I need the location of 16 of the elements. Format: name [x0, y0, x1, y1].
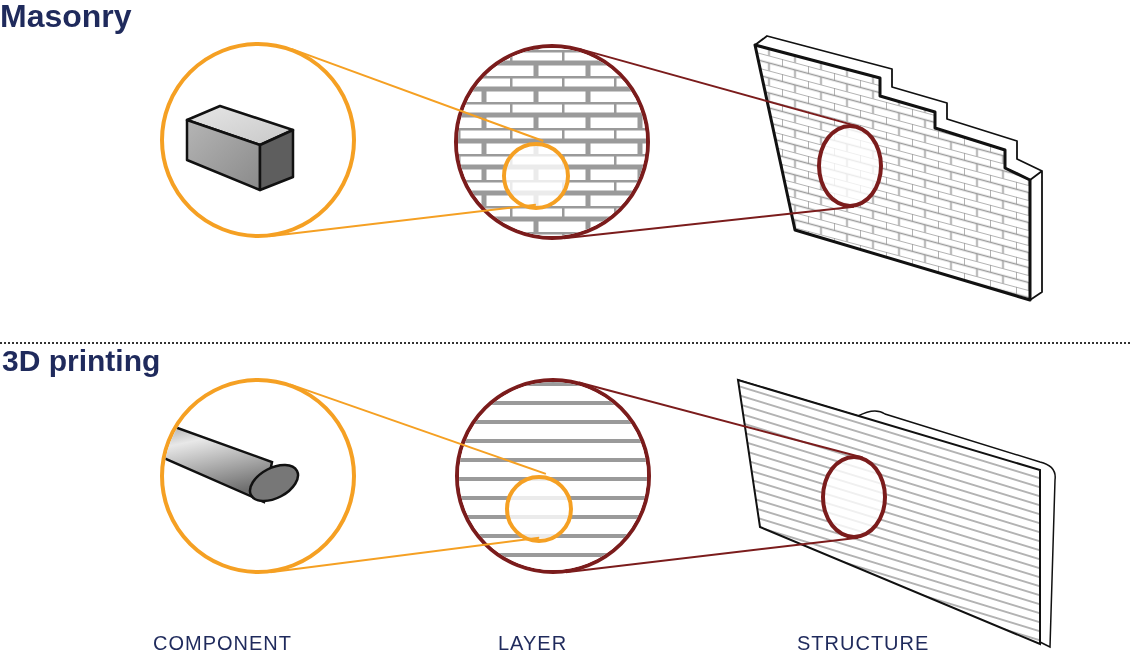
brick-closeup-drawing — [160, 42, 356, 238]
column-label: COMPONENT — [153, 632, 292, 655]
zoom-line — [268, 203, 537, 238]
zoom-line — [578, 381, 864, 459]
column-label: LAYER — [498, 632, 568, 655]
zoom-line — [289, 383, 547, 475]
section-heading: Masonry — [0, 0, 132, 35]
section-heading: 3D printing — [2, 344, 161, 378]
zoom-line — [564, 536, 860, 574]
zoom-line — [562, 205, 855, 240]
brick-layer-drawing — [454, 44, 650, 240]
extruded-strand-drawing — [160, 378, 356, 574]
column-label: STRUCTURE — [797, 632, 930, 655]
zoom-line — [269, 536, 541, 574]
zoom-line — [290, 47, 545, 142]
strand-layer-drawing — [455, 378, 651, 574]
